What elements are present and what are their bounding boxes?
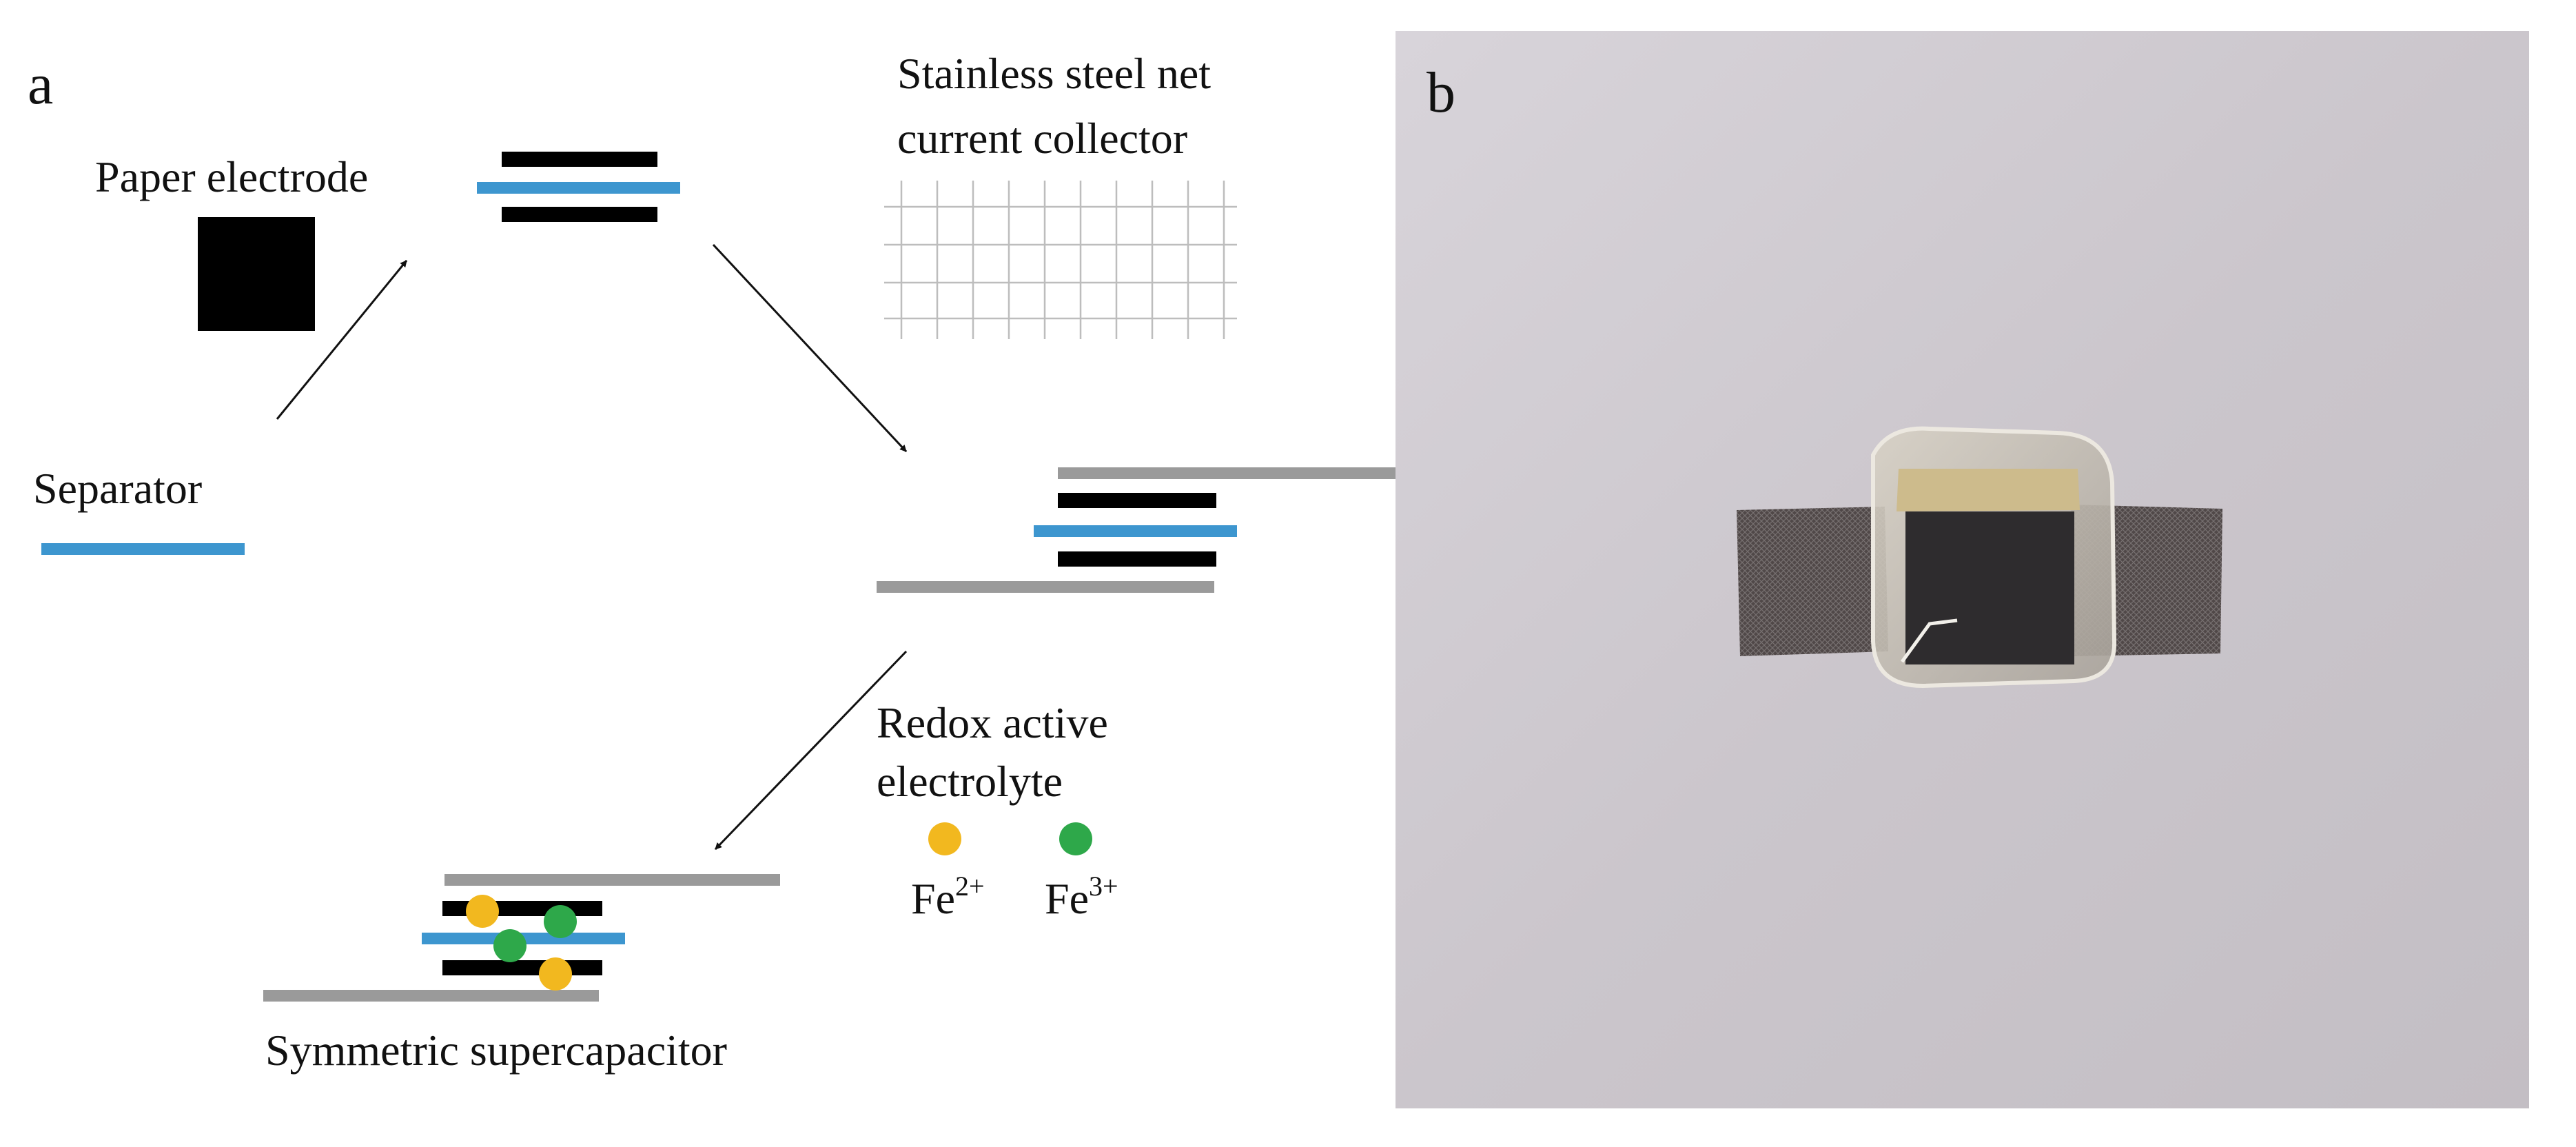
symmetric-supercapacitor <box>263 874 780 1002</box>
fe2-ion <box>466 895 499 928</box>
fe3-ion <box>544 905 577 938</box>
device-photo <box>1737 426 2222 689</box>
collector-bottom <box>877 581 1214 593</box>
mesh-tab-left <box>1737 507 1888 656</box>
assembled-electrode-bottom <box>1058 551 1216 567</box>
fe2-label: Fe2+ <box>911 871 985 923</box>
paper-electrode-label: Paper electrode <box>95 152 368 201</box>
assembled-separator <box>1034 525 1237 537</box>
collector-top <box>1058 467 1396 479</box>
symmetric-supercapacitor-label: Symmetric supercapacitor <box>265 1026 727 1075</box>
arrow-to-supercapacitor <box>714 650 908 851</box>
fe2-ion-legend <box>928 822 961 855</box>
paper-electrode-square <box>198 217 315 331</box>
fe3-ion <box>493 929 527 962</box>
fe3-ion-legend <box>1059 822 1092 855</box>
fe3-label: Fe3+ <box>1045 871 1118 923</box>
stack-separator <box>477 182 680 194</box>
panel-a-label: a <box>28 52 53 116</box>
panel-a: a Paper electrode Separator Stainless st… <box>28 49 1396 1075</box>
electrode-separator-stack <box>477 152 680 222</box>
stack-electrode-bottom <box>502 207 657 222</box>
device-active-area <box>1905 511 2074 664</box>
current-collector-label-1: Stainless steel net <box>897 49 1211 98</box>
separator-label: Separator <box>33 464 202 513</box>
arrow-to-assembly <box>712 243 908 453</box>
device-highlight <box>1900 618 1958 663</box>
stack-electrode-top <box>502 152 657 167</box>
current-collector-label-2: current collector <box>897 114 1187 163</box>
panel-b-label: b <box>1427 61 1455 125</box>
device-top-strip <box>1897 469 2080 511</box>
supercap-collector-bottom <box>263 990 599 1002</box>
assembled-stack <box>877 467 1396 593</box>
stainless-steel-net <box>884 181 1237 339</box>
arrow-to-stack <box>276 260 408 420</box>
assembled-electrode-top <box>1058 493 1216 508</box>
supercap-collector-top <box>444 874 780 886</box>
panel-b: b <box>1396 31 2529 1108</box>
supercap-electrode-bottom <box>442 960 602 975</box>
redox-label-1: Redox active <box>877 698 1108 747</box>
fe2-ion <box>539 957 572 991</box>
redox-label-2: electrolyte <box>877 757 1063 806</box>
separator-strip <box>41 543 245 555</box>
